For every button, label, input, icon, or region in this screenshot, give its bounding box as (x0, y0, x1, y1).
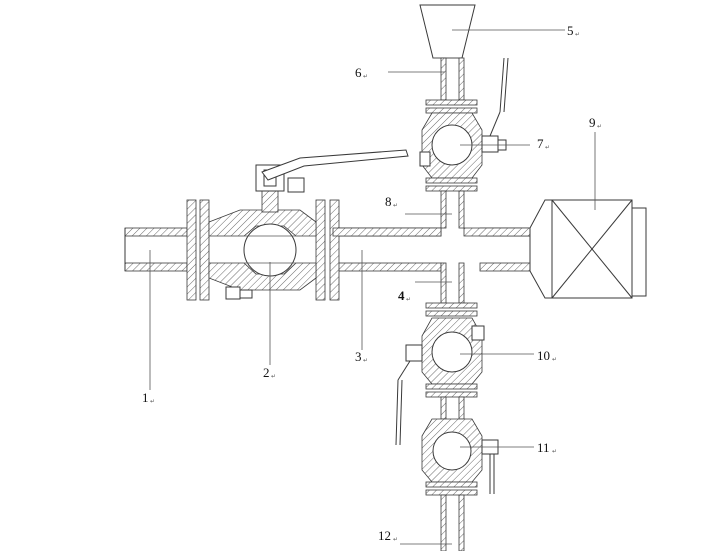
leader-lines (149, 29, 596, 545)
upper-flange-2 (425, 107, 478, 114)
mid-pipe-wall-left (440, 396, 447, 420)
horizontal-ball-valve (208, 149, 409, 300)
lower-flange-4 (425, 391, 478, 398)
box-9-end-cap (631, 207, 647, 297)
flange-left-a (186, 199, 197, 301)
return-mark-7: ↵ (545, 144, 550, 151)
return-mark-12: ↵ (393, 536, 398, 543)
drain-plug (225, 286, 241, 300)
stem-block (287, 177, 305, 193)
flange-right-a (315, 199, 326, 301)
box-9-cross-b (551, 199, 633, 299)
tee-top-right (463, 227, 531, 237)
lower-valve-11-ball (432, 431, 472, 471)
lower-flange-5 (425, 481, 478, 488)
pipe-4-wall-left (440, 262, 447, 304)
flange-left-b (199, 199, 210, 301)
flange-right-b (329, 199, 340, 301)
upper-valve-lever (499, 57, 505, 113)
lower-flange-6 (425, 489, 478, 496)
inlet-pipe-wall-top (124, 227, 188, 237)
horizontal-flanges (186, 199, 340, 301)
upper-pipe-wall-right (458, 57, 465, 101)
upper-pipe-wall-left (440, 57, 447, 101)
label-8: 8 (385, 194, 392, 209)
return-mark-5: ↵ (575, 31, 580, 38)
return-mark-4: ↵ (406, 296, 411, 303)
lower-flange-1 (425, 302, 478, 309)
lower-flange-3 (425, 383, 478, 390)
mid-pipe-wall-right (458, 396, 465, 420)
pipe-12-wall-right (458, 494, 465, 551)
box-9 (529, 199, 647, 299)
return-mark-3: ↵ (363, 357, 368, 364)
lower-valve-10-stem (405, 344, 423, 362)
lower-valve-10-lever (395, 379, 399, 446)
pipe-8-wall-left (440, 190, 447, 229)
part-labels: 1 ↵ 2 ↵ 3 ↵ 4 ↵ 5 ↵ 6 ↵ 7 ↵ 8 ↵ 9 ↵ 10 ↵… (142, 23, 602, 543)
return-mark-6: ↵ (363, 73, 368, 80)
return-mark-1: ↵ (150, 398, 155, 405)
vertical-pipe-upper (419, 4, 509, 229)
main-pipe-wall-bottom (332, 262, 442, 272)
upper-flange-4 (425, 185, 478, 192)
valve-body-bottom (208, 262, 317, 291)
label-4: 4 (398, 288, 405, 303)
return-mark-8: ↵ (393, 202, 398, 209)
vertical-pipe-lower (395, 302, 499, 551)
valve-stem (261, 189, 279, 213)
tee-junction (332, 227, 531, 304)
upper-flange-3 (425, 177, 478, 184)
upper-flange-1 (425, 99, 478, 106)
return-mark-9: ↵ (597, 123, 602, 130)
label-1: 1 (142, 390, 149, 405)
label-3: 3 (355, 349, 362, 364)
label-12: 12 (378, 528, 391, 543)
lower-valve-10-ball (431, 331, 473, 373)
pipe-12-wall-left (440, 494, 447, 551)
label-10: 10 (537, 348, 550, 363)
label-6: 6 (355, 65, 362, 80)
drain-cap (239, 289, 253, 299)
right-pipe-wall-bottom (479, 262, 531, 272)
return-mark-2: ↵ (271, 373, 276, 380)
label-11: 11 (537, 440, 550, 455)
funnel (419, 4, 476, 59)
upper-valve-side-plug (419, 151, 431, 167)
inlet-pipe-wall-bottom (124, 262, 188, 272)
label-9: 9 (589, 115, 596, 130)
lower-flange-2 (425, 310, 478, 317)
return-mark-11: ↵ (552, 448, 557, 455)
label-5: 5 (567, 23, 574, 38)
label-7: 7 (537, 136, 544, 151)
lever-handle (261, 149, 409, 181)
upper-valve-stem (481, 135, 499, 153)
return-mark-10: ↵ (552, 356, 557, 363)
label-2: 2 (263, 365, 270, 380)
box-9-body (529, 199, 633, 299)
pipe-8-wall-right (458, 190, 465, 229)
tee-top-left (332, 227, 442, 237)
lower-valve-10-side-plug (471, 325, 485, 341)
pipe-4-wall-right (458, 262, 465, 304)
